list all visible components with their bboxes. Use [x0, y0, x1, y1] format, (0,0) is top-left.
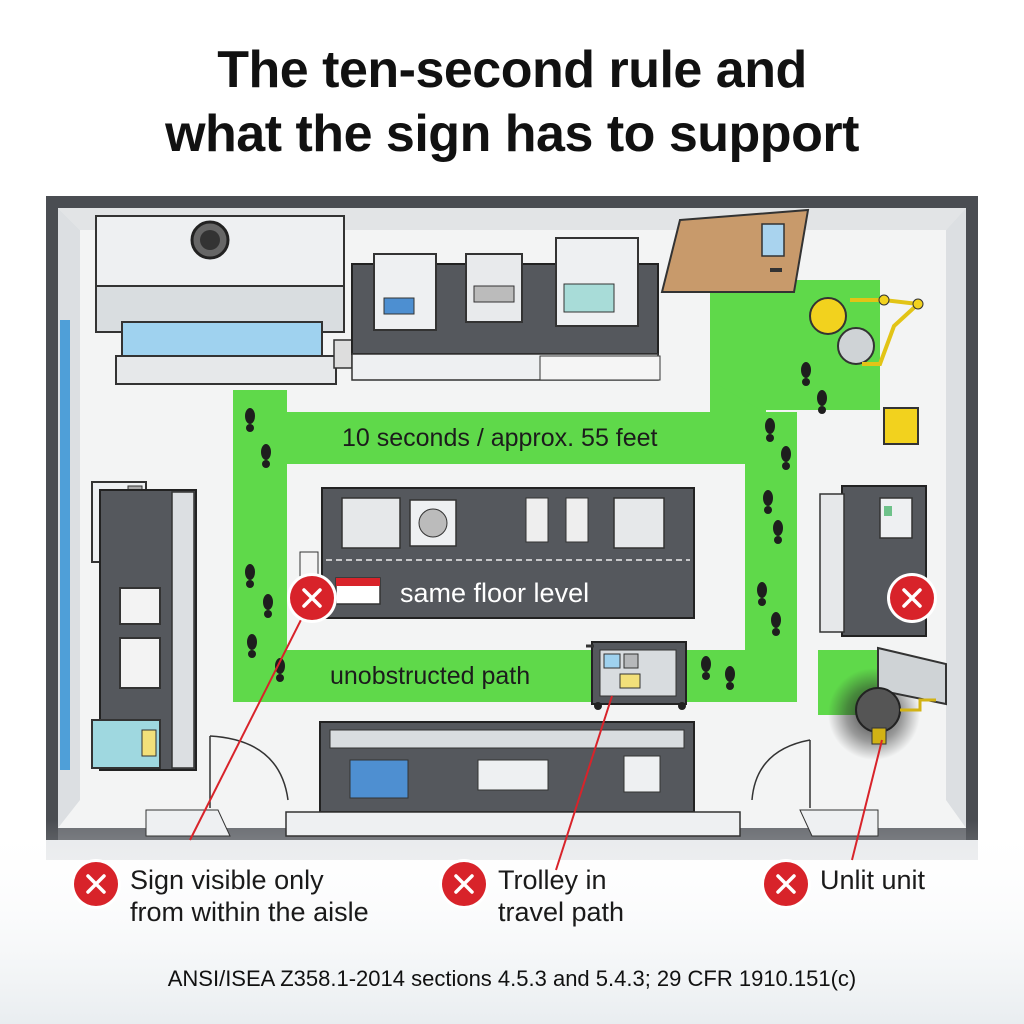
standards-footnote: ANSI/ISEA Z358.1-2014 sections 4.5.3 and…: [167, 966, 857, 991]
title-line-2: what the sign has to support: [165, 105, 859, 163]
left-window: [60, 320, 70, 770]
callout-3-line-1: Unlit unit: [820, 865, 926, 895]
back-counter: [351, 237, 661, 381]
callout-trolley: Trolley in travel path: [442, 862, 624, 928]
warning-x-icon: [890, 576, 934, 620]
callout-2-line-1: Trolley in: [498, 865, 607, 895]
path-label-top: 10 seconds / approx. 55 feet: [342, 424, 658, 452]
warning-sign-icon: [299, 551, 381, 605]
callout-lines: [189, 597, 883, 871]
callout-2-line-2: travel path: [498, 897, 625, 927]
callout-unlit-unit: Unlit unit: [764, 862, 925, 906]
callout-1-line-2: from within the aisle: [130, 897, 369, 927]
bottom-counter: [285, 721, 741, 837]
door-icon: [660, 208, 810, 293]
warning-x-icon: [74, 862, 118, 906]
trolley-icon: [586, 641, 687, 710]
central-island: [321, 487, 695, 619]
floor-plan-drawing: [0, 196, 1024, 1024]
eyewash-station-icon: [809, 294, 924, 366]
warning-x-icon: [442, 862, 486, 906]
island-label: same floor level: [400, 578, 590, 608]
warning-x-icon: [290, 576, 334, 620]
fume-hood: [95, 215, 353, 385]
callout-1-line-1: Sign visible only: [130, 865, 324, 895]
path-label-bottom: unobstructed path: [330, 662, 531, 690]
unlit-eyewash-unit: [828, 646, 947, 760]
callout-sign-visibility: Sign visible only from within the aisle: [74, 862, 369, 928]
page-title: The ten-second rule and what the sign ha…: [0, 38, 1024, 166]
left-cabinets: [91, 481, 197, 771]
warning-x-icon: [764, 862, 808, 906]
title-line-1: The ten-second rule and: [217, 41, 807, 99]
floor-plan: 10 seconds / approx. 55 feet same floor …: [0, 180, 1024, 1024]
